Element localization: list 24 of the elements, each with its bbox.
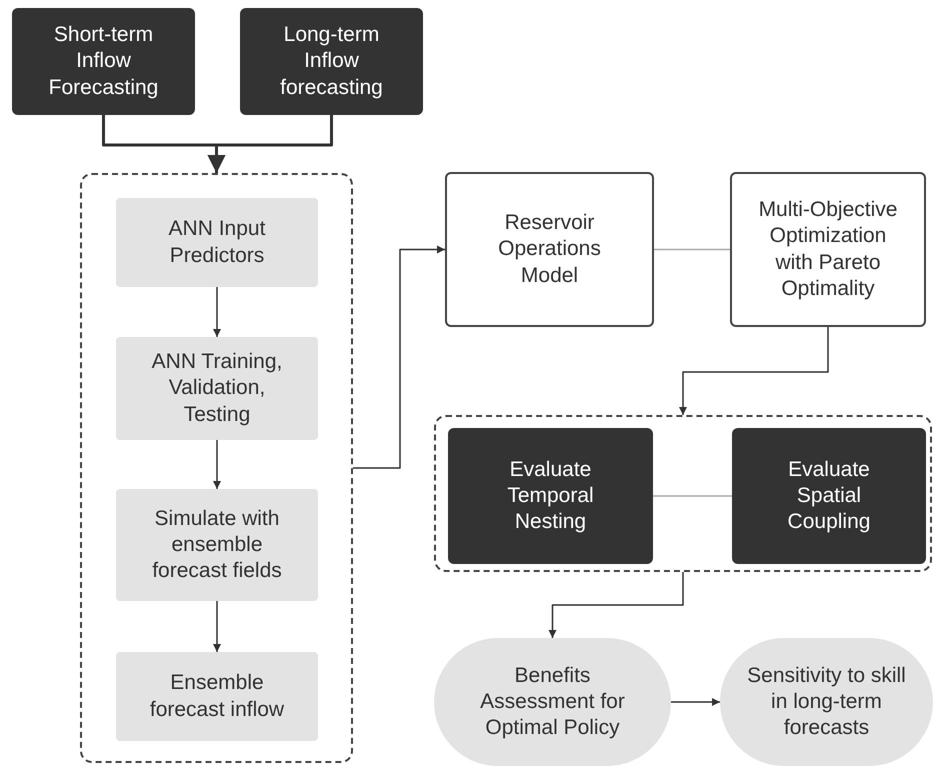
process-box: Reservoir Operations Model — [445, 172, 654, 327]
process-box: Simulate with ensemble forecast fields — [116, 489, 318, 601]
arrow — [353, 246, 445, 469]
arrow — [213, 287, 221, 337]
dashed-group-box — [80, 173, 353, 763]
arrow — [671, 698, 720, 706]
process-box: Long-term Inflow forecasting — [240, 8, 423, 115]
process-box: ANN Training, Validation, Testing — [116, 337, 318, 440]
dashed-group-box — [434, 415, 932, 572]
process-box: Short-term Inflow Forecasting — [12, 8, 195, 115]
arrow — [548, 572, 684, 638]
process-box: Evaluate Spatial Coupling — [732, 428, 926, 564]
rounded-terminal: Sensitivity to skill in long-term forecasts — [720, 638, 933, 766]
arrow — [679, 327, 829, 415]
rounded-terminal: Benefits Assessment for Optimal Policy — [434, 638, 671, 766]
process-box: ANN Input Predictors — [116, 198, 318, 287]
process-box: Ensemble forecast inflow — [116, 652, 318, 741]
arrow — [213, 440, 221, 489]
process-box: Evaluate Temporal Nesting — [448, 428, 653, 564]
connector-line — [653, 495, 732, 497]
process-box: Multi-Objective Optimization with Pareto Optimality — [730, 172, 926, 327]
arrow — [213, 601, 221, 652]
arrow — [208, 115, 333, 173]
connector-line — [654, 248, 730, 250]
